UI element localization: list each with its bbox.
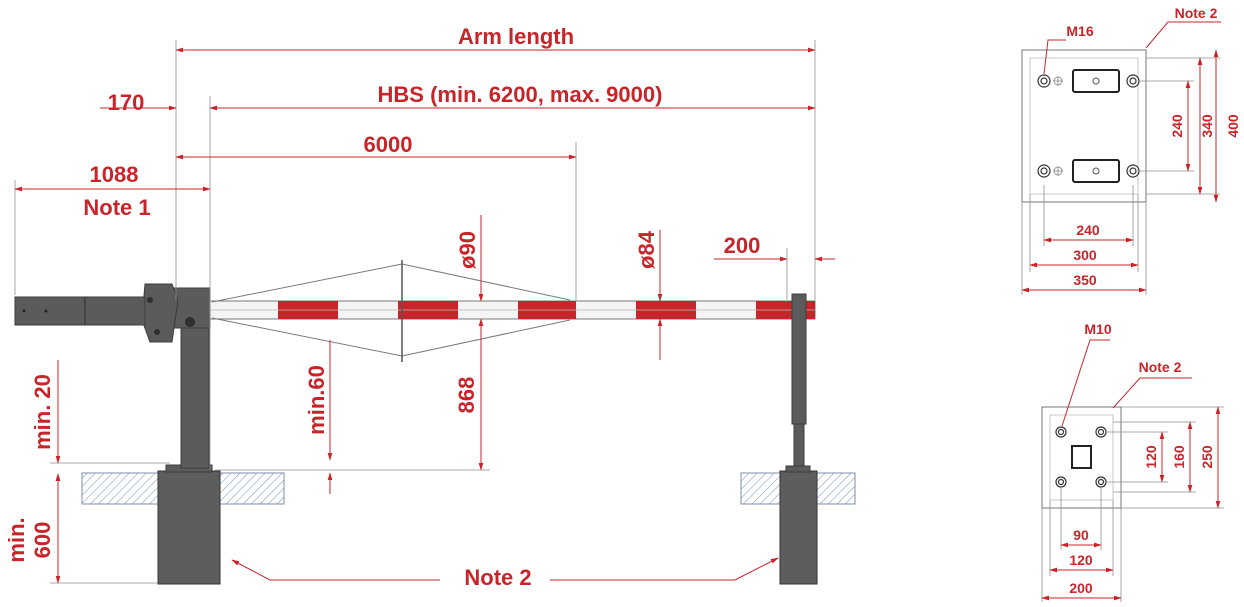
plate-large-v400: 400 [1225, 114, 1241, 138]
foundation-right [779, 470, 818, 585]
plate-large-thread: M16 [1066, 23, 1093, 39]
dim-dia-90: ø90 [455, 231, 480, 269]
dim-min-20: min. 20 [30, 374, 55, 450]
note-1-label: Note 1 [83, 195, 150, 220]
base-plate-small [1041, 339, 1224, 602]
plate-small-h120: 120 [1069, 552, 1093, 568]
barrier-boom [209, 300, 816, 320]
barrier-housing [141, 283, 213, 473]
note-2-label: Note 2 [464, 565, 531, 590]
dim-868: 868 [454, 377, 479, 414]
boom-rope-supports [211, 260, 571, 362]
dim-6000: 6000 [364, 132, 413, 157]
dim-170: 170 [108, 90, 145, 115]
plate-large-h350: 350 [1073, 272, 1097, 288]
dim-200: 200 [724, 233, 761, 258]
boom-rest-post [785, 293, 811, 473]
dimension-lines [14, 40, 835, 584]
arm-length-label: Arm length [458, 24, 574, 49]
plate-small-h90: 90 [1073, 527, 1089, 543]
hbs-label: HBS (min. 6200, max. 9000) [378, 82, 663, 107]
plate-small-h200: 200 [1069, 580, 1093, 596]
dim-1088: 1088 [90, 162, 139, 187]
plate-small-note: Note 2 [1139, 359, 1182, 375]
plate-large-v240: 240 [1169, 114, 1185, 138]
counterweight-arm [14, 296, 146, 326]
dim-600: 600 [30, 522, 55, 559]
plate-large-note: Note 2 [1175, 5, 1218, 21]
foundation-left [157, 470, 221, 585]
plate-large-v340: 340 [1199, 114, 1215, 138]
plate-large-h240: 240 [1076, 222, 1100, 238]
plate-small-thread: M10 [1084, 321, 1111, 337]
plate-small-v120: 120 [1143, 445, 1159, 469]
dim-min-60: min.60 [304, 365, 329, 435]
dim-min-label: min. [4, 517, 29, 562]
plate-large-h300: 300 [1073, 247, 1097, 263]
base-plate-large [1021, 21, 1221, 295]
dim-dia-84: ø84 [634, 230, 659, 269]
plate-small-v160: 160 [1171, 445, 1187, 469]
plate-small-v250: 250 [1199, 445, 1215, 469]
